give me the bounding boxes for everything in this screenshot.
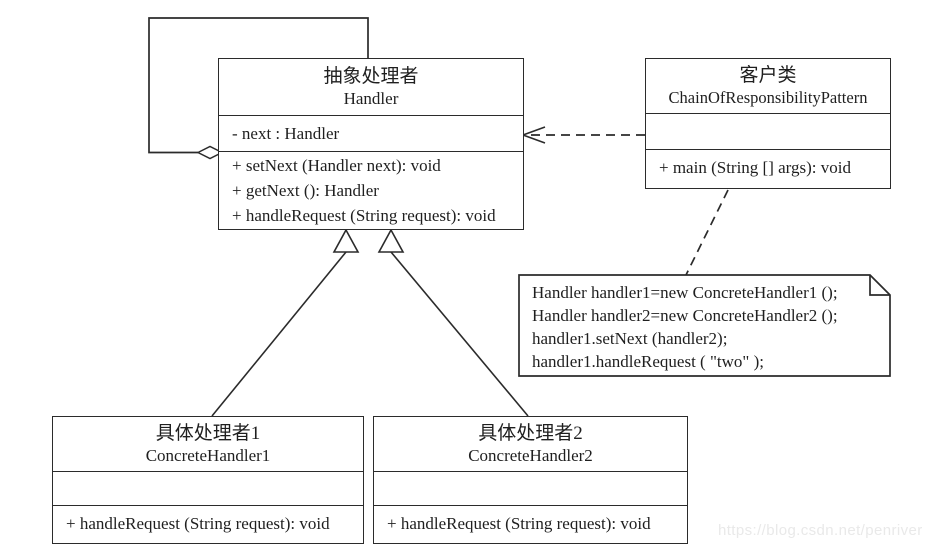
generalization-line-1 — [211, 251, 347, 417]
note-fold-icon — [869, 275, 890, 296]
title-compartment: 客户类 ChainOfResponsibilityPattern — [646, 59, 890, 114]
class-name-cn: 抽象处理者 — [323, 66, 419, 87]
generalization-arrow-2 — [377, 228, 529, 417]
attributes-compartment — [646, 114, 890, 150]
note-shape — [518, 274, 891, 377]
class-concrete-handler-1: 具体处理者1 ConcreteHandler1 + handleRequest … — [52, 416, 364, 544]
class-name-cn: 客户类 — [739, 65, 797, 86]
generalization-line-2 — [390, 251, 529, 417]
methods-compartment: + main (String [] args): void — [646, 150, 890, 188]
generalization-triangle-icon-1 — [332, 228, 360, 253]
attributes-compartment — [53, 472, 363, 506]
attributes-compartment — [374, 472, 687, 506]
aggregation-loop-line — [148, 17, 369, 154]
attribute-line: - next : Handler — [232, 124, 340, 143]
title-compartment: 抽象处理者 Handler — [219, 59, 523, 116]
class-concrete-handler-2: 具体处理者2 ConcreteHandler2 + handleRequest … — [373, 416, 688, 544]
class-name-cn: 具体处理者2 — [478, 423, 583, 444]
method-line: + main (String [] args): void — [659, 158, 851, 177]
note-line: Handler handler1=new ConcreteHandler1 ()… — [532, 283, 838, 302]
note-anchor-line — [685, 189, 729, 276]
methods-compartment: + handleRequest (String request): void — [53, 506, 363, 543]
note-line: Handler handler2=new ConcreteHandler2 ()… — [532, 306, 838, 325]
generalization-arrow-1 — [211, 228, 360, 417]
note-outline — [518, 274, 891, 377]
class-abstract-handler: 抽象处理者 Handler - next : Handler + setNext… — [218, 58, 524, 230]
title-compartment: 具体处理者2 ConcreteHandler2 — [374, 417, 687, 472]
note-line: handler1.setNext (handler2); — [532, 329, 728, 348]
code-note: Handler handler1=new ConcreteHandler1 ()… — [532, 281, 880, 373]
dependency-arrow — [520, 126, 645, 144]
class-name-en: ChainOfResponsibilityPattern — [668, 88, 868, 107]
title-compartment: 具体处理者1 ConcreteHandler1 — [53, 417, 363, 472]
class-name-cn: 具体处理者1 — [155, 423, 261, 444]
class-name-en: Handler — [343, 89, 399, 108]
method-line: + getNext (): Handler — [232, 181, 379, 200]
methods-compartment: + setNext (Handler next): void + getNext… — [219, 152, 523, 229]
method-line: + handleRequest (String request): void — [232, 206, 496, 225]
generalization-triangle-icon-2 — [377, 228, 405, 253]
method-line: + handleRequest (String request): void — [387, 514, 651, 533]
watermark: https://blog.csdn.net/penriver — [718, 522, 923, 539]
note-line: handler1.handleRequest ( "two" ); — [532, 352, 764, 371]
attributes-compartment: - next : Handler — [219, 116, 523, 152]
method-line: + setNext (Handler next): void — [232, 156, 441, 175]
methods-compartment: + handleRequest (String request): void — [374, 506, 687, 543]
class-name-en: ConcreteHandler1 — [145, 446, 271, 465]
class-client: 客户类 ChainOfResponsibilityPattern + main … — [645, 58, 891, 189]
method-line: + handleRequest (String request): void — [66, 514, 330, 533]
class-name-en: ConcreteHandler2 — [468, 446, 593, 465]
